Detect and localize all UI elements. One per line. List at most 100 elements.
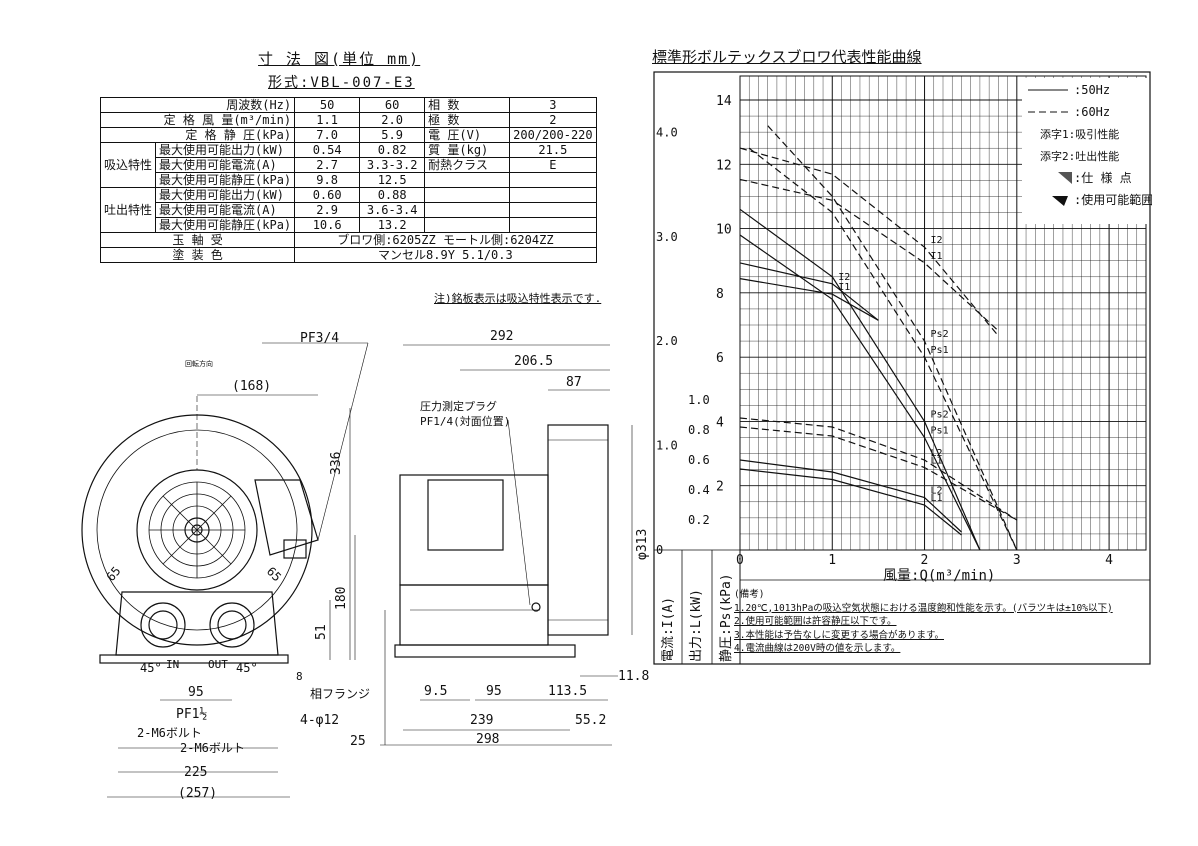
spec-50hz: 7.0 — [294, 127, 361, 143]
dim-180: 180 — [334, 587, 349, 610]
spec-value: 3 — [509, 97, 597, 113]
legend-box — [1022, 78, 1148, 224]
legend-label: :仕 様 点 — [1074, 171, 1132, 185]
spec-key: 極 数 — [424, 112, 511, 128]
dimension-drawing: PF3/4 回転方向 (168) 336 180 51 8 65 65 45° … — [81, 329, 650, 801]
spec-60hz: 0.88 — [359, 187, 426, 203]
dim-336: 336 — [329, 452, 344, 475]
spec-value — [509, 202, 597, 218]
curve-I2-60Hz — [739, 147, 999, 337]
x-tick-4: 4 — [1105, 553, 1113, 568]
dim-95-side: 95 — [486, 684, 502, 699]
angle-45-right: 45° — [236, 661, 258, 675]
flange-label: 相フランジ — [310, 687, 370, 701]
curve-label: L1 — [931, 493, 943, 504]
dim-298: 298 — [476, 732, 499, 747]
spec-point-icon — [1058, 172, 1072, 184]
spec-50hz: 0.60 — [294, 187, 361, 203]
power-axis-label: 出力:L(kW) — [689, 589, 704, 662]
curve-L1-60Hz — [739, 426, 1018, 521]
port-size: PF1½ — [176, 707, 207, 722]
curve-label: I1 — [838, 282, 850, 293]
pressure-tick: 12 — [716, 158, 732, 173]
chart-notes: (備考) 1.20℃,1013hPaの吸込空気状態における温度飽和性能を示す。(… — [734, 588, 1113, 656]
curve-Ps1-50Hz — [739, 234, 981, 551]
note-3: 3.本性能は予告なしに変更する場合があります。 — [734, 629, 944, 641]
curve-label: I2 — [931, 235, 943, 246]
curve-label: L2 — [931, 448, 943, 459]
power-tick: 1.0 — [688, 393, 710, 407]
curve-L1-50Hz — [739, 468, 962, 536]
paint-row: 塗 装 色マンセル8.9Y 5.1/0.3 — [99, 247, 597, 263]
spec-label: 定 格 風 量(m³/min) — [99, 112, 296, 128]
spec-value: 2 — [509, 112, 597, 128]
curve-L2-60Hz — [739, 417, 1018, 521]
spec-50hz: 2.9 — [294, 202, 361, 218]
spec-key: 質 量(kg) — [424, 142, 511, 158]
spec-label: 最大使用可能静圧(kPa) — [155, 217, 296, 233]
spec-60hz: 3.3-3.2 — [359, 157, 426, 173]
x-tick-2: 2 — [921, 553, 929, 568]
spec-label: 最大使用可能電流(A) — [155, 202, 296, 218]
spec-60hz: 60 — [359, 97, 426, 113]
spec-value — [509, 187, 597, 203]
spec-60hz: 0.82 — [359, 142, 426, 158]
pressure-tick: 10 — [716, 223, 732, 238]
paint-row-value: マンセル8.9Y 5.1/0.3 — [294, 247, 597, 263]
curve-I1-60Hz — [739, 178, 999, 332]
inlet-port — [140, 602, 186, 648]
spec-value — [509, 172, 597, 188]
dim-239: 239 — [470, 713, 493, 728]
spec-key — [424, 217, 511, 233]
bearing-row: 玉 軸 受ブロワ側:6205ZZ モートル側:6204ZZ — [99, 232, 597, 248]
x-tick-0: 0 — [736, 553, 744, 568]
curve-label: L1 — [931, 456, 943, 467]
bolt-label-1: 2-M6ボルト — [137, 726, 202, 740]
curve-L2-50Hz — [739, 459, 962, 533]
spec-group: 吐出特性 — [99, 187, 157, 233]
curve-label: I1 — [931, 251, 943, 262]
chart-frame — [653, 71, 1151, 665]
curve-Ps1-60Hz — [748, 147, 1018, 551]
bearing-row-label: 玉 軸 受 — [99, 232, 296, 248]
label-out: OUT — [208, 658, 228, 671]
spec-label: 定 格 静 圧(kPa) — [99, 127, 296, 143]
current-tick: 4.0 — [656, 125, 678, 139]
bolt-label-2: 2-M6ボルト — [180, 741, 245, 755]
spec-key — [424, 187, 511, 203]
dim-pf34: PF3/4 — [300, 331, 339, 346]
dim-95-front: 95 — [188, 685, 204, 700]
spec-value — [509, 217, 597, 233]
note-4: 4.電流曲線は200V時の値を示します。 — [734, 643, 901, 654]
blower-side-casing — [547, 424, 609, 636]
curve-label: I2 — [838, 272, 850, 283]
spec-key: 相 数 — [424, 97, 511, 113]
spec-group: 吸込特性 — [99, 142, 157, 188]
spec-50hz: 1.1 — [294, 112, 361, 128]
dim-292: 292 — [490, 329, 513, 344]
dim-25: 25 — [350, 734, 366, 749]
curve-Ps2-60Hz — [767, 125, 1018, 551]
note-2: 2.使用可能範囲は許容静圧以下です。 — [734, 616, 897, 627]
current-tick: 2.0 — [656, 334, 678, 348]
x-tick-1: 1 — [828, 553, 836, 568]
curve-label: Ps2 — [931, 329, 949, 340]
spec-50hz: 10.6 — [294, 217, 361, 233]
spec-50hz: 50 — [294, 97, 361, 113]
x-tick-3: 3 — [1013, 553, 1021, 568]
spec-60hz: 13.2 — [359, 217, 426, 233]
angle-45-left: 45° — [140, 661, 162, 675]
dim-225: 225 — [184, 765, 207, 780]
curve-label: Ps1 — [931, 426, 949, 437]
spec-value: 200/200-220 — [509, 127, 597, 143]
legend-label: :60Hz — [1074, 105, 1110, 119]
dim-8: 8 — [296, 670, 303, 683]
dim-113-5: 113.5 — [548, 684, 587, 699]
terminal-box — [254, 479, 319, 556]
spec-key — [424, 172, 511, 188]
